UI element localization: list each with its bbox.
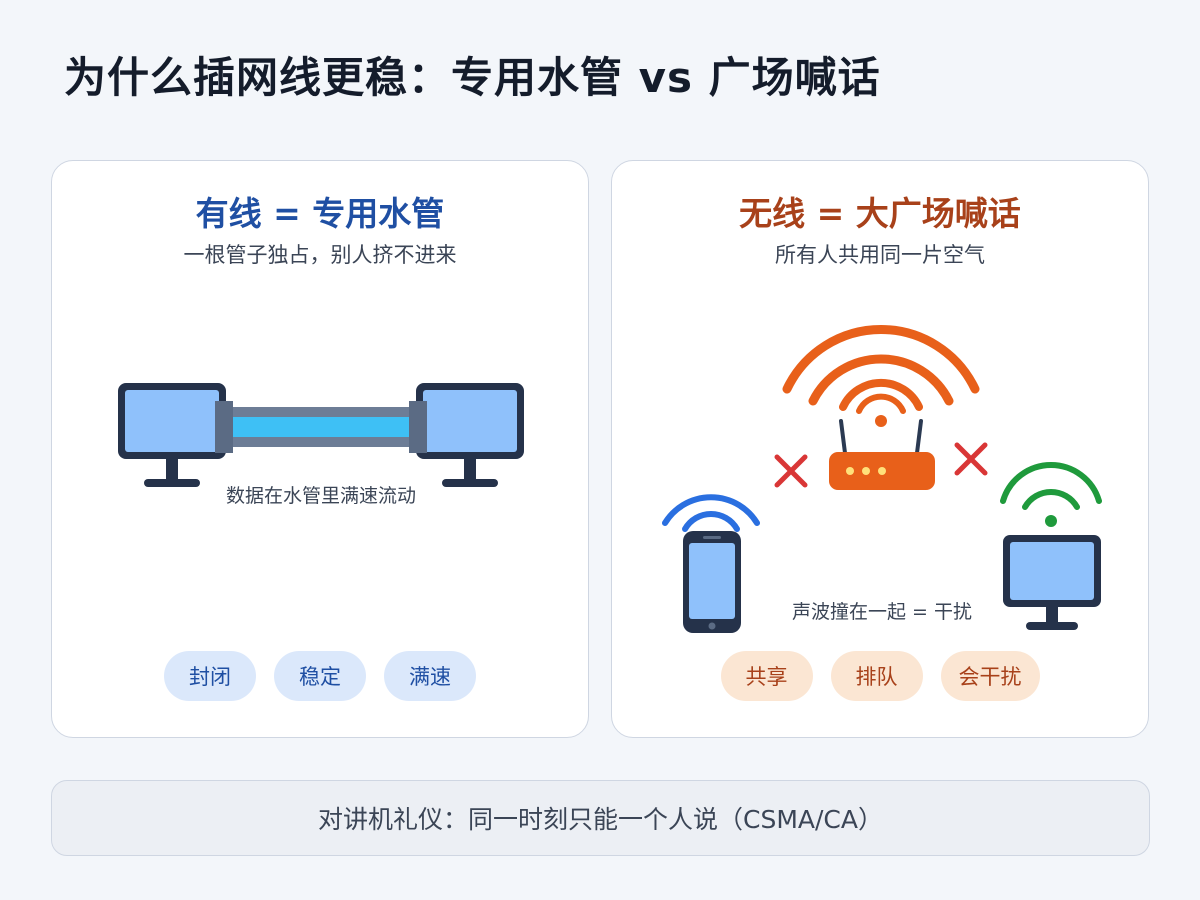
wired-caption: 数据在水管里满速流动 (225, 485, 416, 507)
wireless-subtitle: 所有人共用同一片空气 (775, 243, 985, 267)
pc-signal-icon (1000, 462, 1102, 527)
wired-subtitle: 一根管子独占，别人挤不进来 (183, 243, 457, 267)
tag-closed: 封闭 (164, 651, 256, 701)
water-pipe-icon (215, 401, 427, 453)
tag-stable: 稳定 (274, 651, 366, 701)
router-signal-icon (782, 325, 980, 427)
tag-full-speed: 满速 (384, 651, 476, 701)
interference-x-right-icon (954, 442, 988, 476)
footer-note: 对讲机礼仪：同一时刻只能一个人说（CSMA/CA） (51, 780, 1150, 856)
tag-shared: 共享 (720, 651, 813, 701)
tag-interference: 会干扰 (940, 651, 1040, 701)
wireless-tags: 共享 排队 会干扰 (612, 651, 1148, 701)
wireless-heading: 无线 = 大广场喊话 (739, 194, 1021, 233)
page-title: 为什么插网线更稳：专用水管 vs 广场喊话 (64, 53, 881, 102)
wired-heading: 有线 = 专用水管 (195, 194, 445, 233)
footer-text: 对讲机礼仪：同一时刻只能一个人说（CSMA/CA） (318, 805, 883, 834)
phone-icon (683, 531, 741, 633)
wireless-illustration (662, 325, 1102, 633)
wired-tags: 封闭 稳定 满速 (52, 651, 588, 701)
router-icon (829, 419, 935, 490)
wired-illustration (118, 383, 524, 487)
wireless-panel: 无线 = 大广场喊话 所有人共用同一片空气 (611, 160, 1149, 738)
right-monitor-icon (416, 383, 524, 487)
tag-queue: 排队 (830, 651, 923, 701)
pc-monitor-icon (1003, 535, 1101, 630)
wired-panel: 有线 = 专用水管 一根管子独占，别人挤不进来 数据在水管里满速流动 封闭 稳定… (51, 160, 589, 738)
interference-x-left-icon (774, 454, 808, 488)
wireless-caption: 声波撞在一起 = 干扰 (792, 601, 972, 623)
left-monitor-icon (118, 383, 226, 487)
